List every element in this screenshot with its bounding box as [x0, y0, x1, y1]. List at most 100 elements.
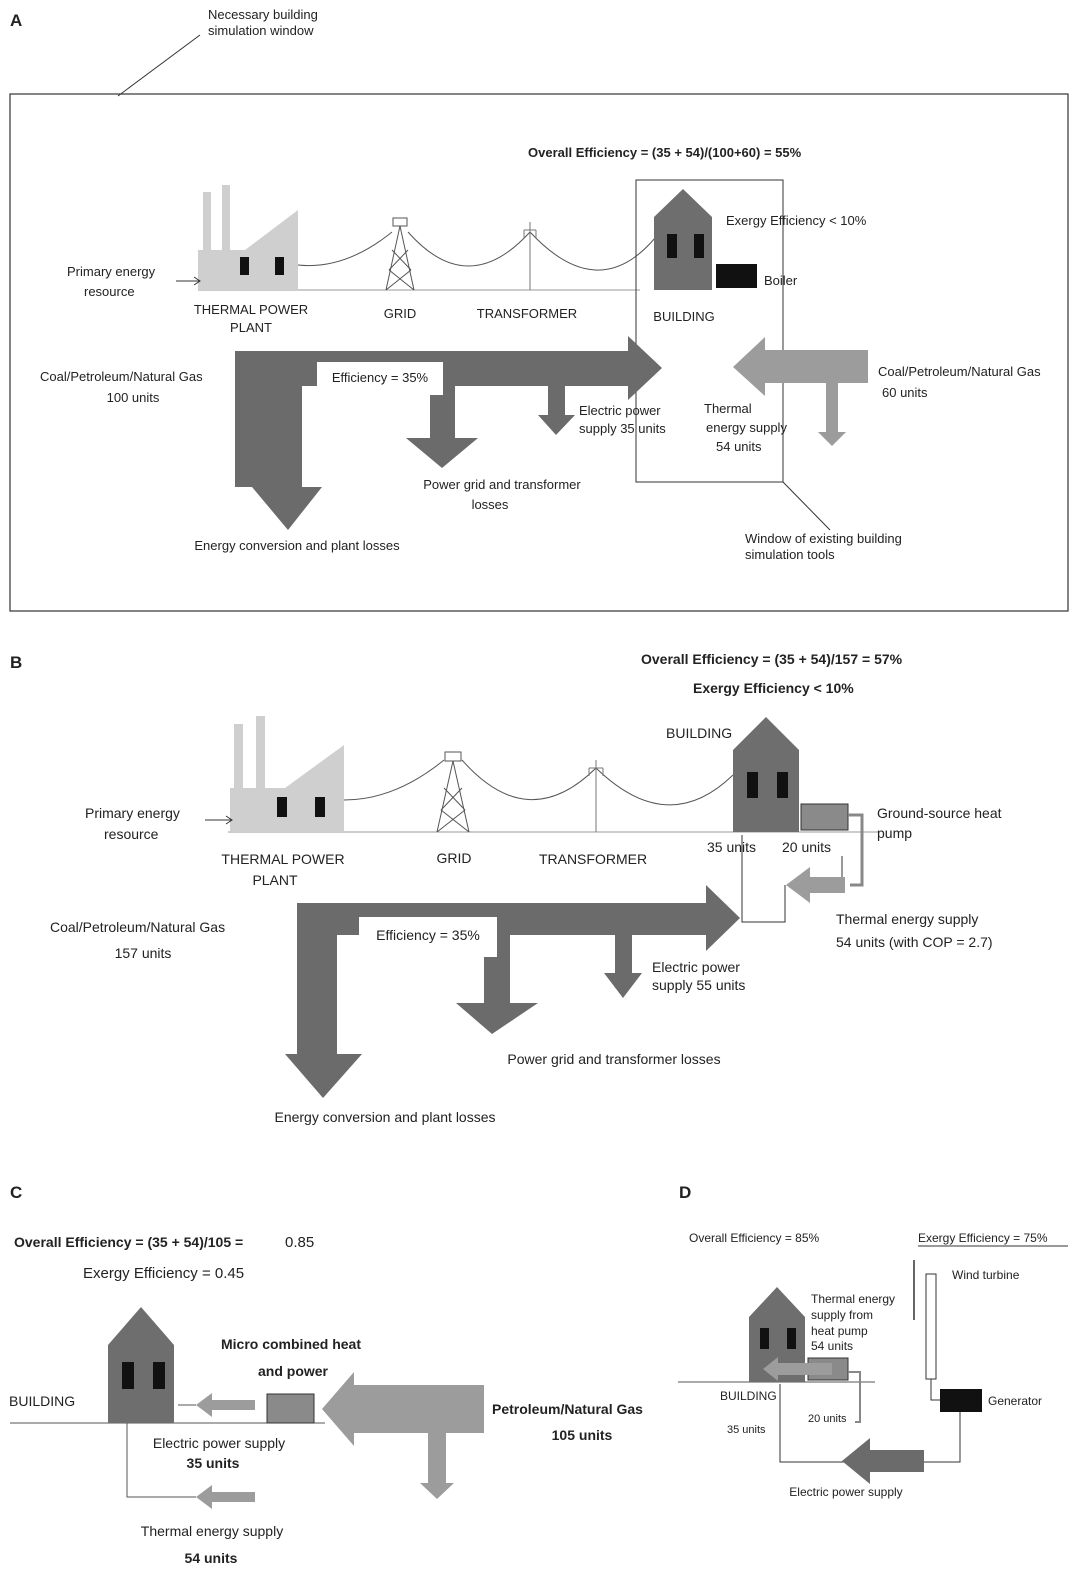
overall-efficiency-c-value: 0.85 [285, 1234, 314, 1251]
thermal-arrow-c [196, 1485, 255, 1509]
heat-pump-b-line2: pump [877, 825, 912, 841]
wind-turbine-label: Wind turbine [952, 1268, 1020, 1282]
existing-window-line2: simulation tools [745, 547, 835, 562]
building-icon-d [749, 1287, 805, 1382]
electric-supply-c-line1: Electric power supply [153, 1435, 285, 1451]
efficiency-box-a [317, 362, 443, 395]
electric-supply-a-line2: supply 35 units [579, 421, 666, 436]
fuel-b-units-a: 60 units [882, 385, 928, 400]
electric-supply-d: Electric power supply [789, 1485, 902, 1499]
exergy-efficiency-d: Exergy Efficiency = 75% [918, 1231, 1048, 1245]
units-20-d: 20 units [808, 1413, 847, 1425]
overall-efficiency-c: Overall Efficiency = (35 + 54)/105 = [14, 1234, 243, 1250]
thermal-supply-a-line3: 54 units [716, 439, 762, 454]
power-plant-a-line1: THERMAL POWER [194, 302, 308, 317]
existing-tools-window [635, 179, 784, 483]
electric-supply-c-line2: 35 units [187, 1455, 240, 1471]
electric-supply-a-line1: Electric power [579, 403, 661, 418]
thermal-supply-d-line3: heat pump [811, 1324, 868, 1338]
fuel-b-units: 157 units [115, 945, 172, 961]
transformer-label-a: TRANSFORMER [477, 306, 577, 321]
building-label-c: BUILDING [9, 1393, 75, 1409]
fuel-b-label: Coal/Petroleum/Natural Gas [50, 919, 225, 935]
thermal-supply-d-line4: 54 units [811, 1339, 853, 1353]
primary-resource-b-line2: resource [104, 826, 159, 842]
grid-losses-a-line1: Power grid and transformer [423, 477, 581, 492]
thermal-supply-d-line1: Thermal energy [811, 1292, 895, 1306]
exergy-efficiency-a: Exergy Efficiency < 10% [726, 213, 867, 228]
exergy-efficiency-b: Exergy Efficiency < 10% [693, 680, 854, 696]
panel-a-label: A [10, 11, 22, 30]
electric-arrow-d [842, 1438, 924, 1484]
efficiency-box-b [359, 917, 497, 957]
primary-resource-a-line1: Primary energy [67, 264, 156, 279]
thermal-supply-c-line2: 54 units [185, 1550, 238, 1566]
heat-pump-arrow-d [763, 1357, 832, 1381]
generator-label: Generator [988, 1394, 1042, 1408]
thermal-power-plant-icon-b [230, 716, 344, 832]
overall-efficiency-d: Overall Efficiency = 85% [689, 1231, 820, 1245]
thermal-power-plant-icon [198, 185, 298, 290]
building-icon-a [654, 189, 712, 290]
grid-tower-icon-b [436, 751, 470, 833]
plant-losses-a: Energy conversion and plant losses [194, 538, 400, 553]
power-plant-b-line1: THERMAL POWER [221, 851, 344, 867]
sim-window-note-line2: simulation window [208, 23, 314, 38]
heat-pump-icon [800, 803, 849, 831]
primary-resource-b-line1: Primary energy [85, 805, 180, 821]
thermal-supply-b-line1: Thermal energy supply [836, 911, 978, 927]
overall-efficiency-b: Overall Efficiency = (35 + 54)/157 = 57% [641, 651, 903, 667]
building-label-d: BUILDING [720, 1389, 777, 1403]
boiler-fuel-arrow-a [733, 337, 868, 446]
fuel-a-units: 100 units [107, 390, 160, 405]
electric-arrow-c [196, 1393, 255, 1417]
building-icon-b [733, 717, 799, 832]
electric-supply-b-line2: supply 55 units [652, 977, 745, 993]
existing-window-line1: Window of existing building [745, 531, 902, 546]
fuel-arrow-c [322, 1372, 484, 1499]
overall-efficiency-a: Overall Efficiency = (35 + 54)/(100+60) … [528, 145, 802, 160]
micro-chp-icon [266, 1393, 315, 1424]
heat-pump-b-line1: Ground-source heat [877, 805, 1002, 821]
units-35-b: 35 units [707, 839, 756, 855]
panel-c-label: C [10, 1183, 22, 1202]
transformer-pole-icon-b [588, 760, 604, 832]
building-label-b: BUILDING [666, 725, 732, 741]
building-icon-c [108, 1307, 174, 1423]
panel-b-label: B [10, 653, 22, 672]
thermal-supply-d-line2: supply from [811, 1308, 873, 1322]
building-label-a: BUILDING [653, 309, 714, 324]
thermal-supply-c-line1: Thermal energy supply [141, 1523, 283, 1539]
primary-energy-flow-arrow-b [268, 885, 740, 1098]
necessary-simulation-window [9, 93, 1069, 612]
wind-turbine-icon [925, 1273, 937, 1380]
power-plant-b-line2: PLANT [252, 872, 298, 888]
panel-d-label: D [679, 1183, 691, 1202]
plant-losses-b: Energy conversion and plant losses [274, 1109, 495, 1125]
grid-label-b: GRID [437, 850, 472, 866]
heat-pump-arrow-b [786, 867, 845, 903]
fuel-a-label: Coal/Petroleum/Natural Gas [40, 369, 203, 384]
efficiency-a: Efficiency = 35% [332, 370, 429, 385]
boiler-label: Boiler [764, 273, 798, 288]
fuel-c-label: Petroleum/Natural Gas [492, 1401, 643, 1417]
units-20-b: 20 units [782, 839, 831, 855]
thermal-supply-a-line1: Thermal [704, 401, 752, 416]
panel-a: A Necessary building simulation window O… [9, 7, 1069, 612]
boiler-icon [716, 264, 757, 288]
fuel-c-units: 105 units [552, 1427, 613, 1443]
panel-b: B Overall Efficiency = (35 + 54)/157 = 5… [10, 651, 1002, 1125]
transformer-label-b: TRANSFORMER [539, 851, 647, 867]
grid-losses-a-line2: losses [472, 497, 509, 512]
thermal-supply-a-line2: energy supply [706, 420, 787, 435]
transformer-pole-icon [523, 222, 537, 290]
micro-chp-line1: Micro combined heat [221, 1336, 361, 1352]
panel-c: C Overall Efficiency = (35 + 54)/105 = 0… [9, 1183, 643, 1566]
micro-chp-line2: and power [258, 1363, 329, 1379]
electric-supply-b-line1: Electric power [652, 959, 740, 975]
primary-resource-a-line2: resource [84, 284, 135, 299]
units-35-d: 35 units [727, 1424, 766, 1436]
generator-icon [940, 1389, 982, 1412]
power-plant-a-line2: PLANT [230, 320, 272, 335]
